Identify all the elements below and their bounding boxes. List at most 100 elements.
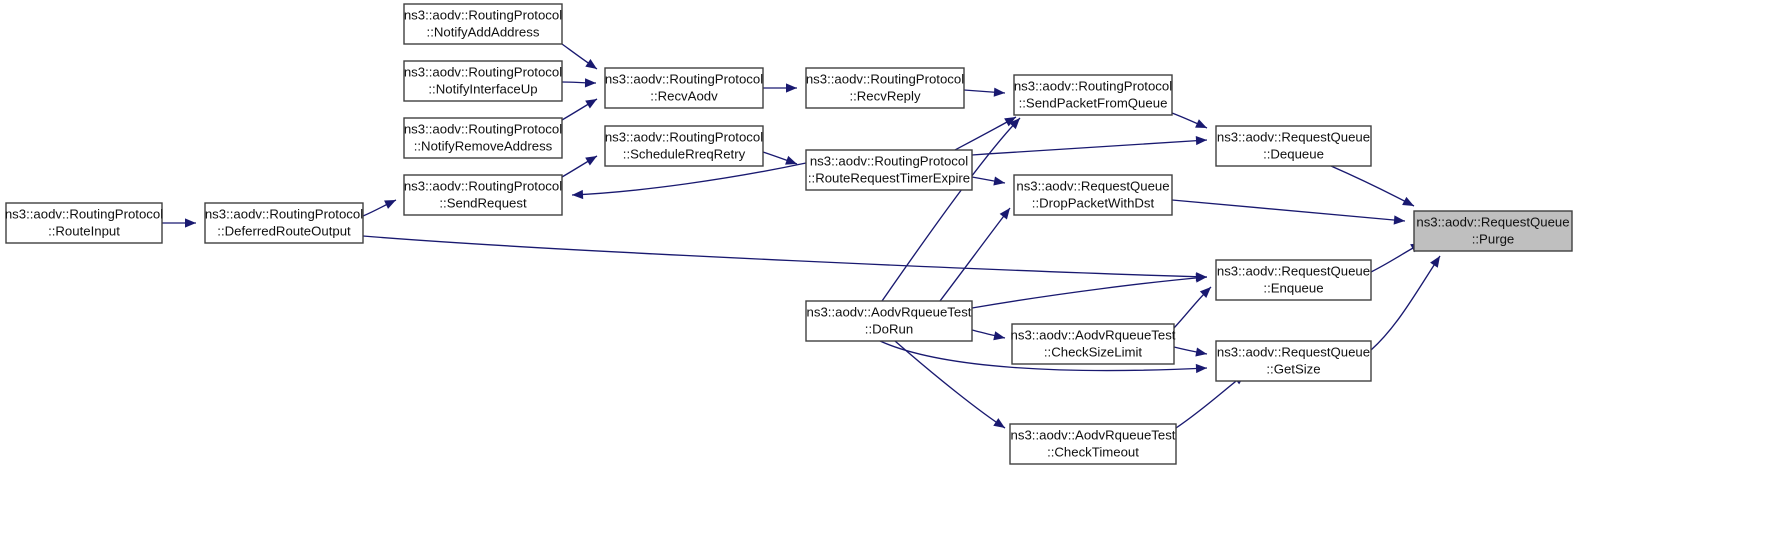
edge-drop-packet-with-dst-to-purge: [1171, 199, 1406, 225]
node-label-line2: ::RecvAodv: [650, 88, 718, 103]
edges-layer: [161, 43, 1441, 429]
node-label-line1: ns3::aodv::RoutingProtocol: [806, 71, 964, 86]
arrowhead-icon: [1195, 119, 1207, 128]
node-box[interactable]: [805, 300, 973, 342]
arrowhead-icon: [585, 156, 597, 166]
node-box[interactable]: [1215, 340, 1372, 382]
node-label-line1: ns3::aodv::RoutingProtocol: [810, 153, 968, 168]
edge-route-input-to-deferred-route-output: [161, 218, 196, 228]
arrowhead-icon: [1195, 363, 1207, 374]
node-label-line2: ::CheckTimeout: [1047, 444, 1139, 459]
edge-send-request-to-schedule-rreq-retry: [561, 155, 598, 178]
arrowhead-icon: [993, 176, 1005, 186]
node-label-line2: ::Enqueue: [1263, 280, 1323, 295]
edge-check-size-limit-to-enqueue: [1173, 286, 1212, 329]
node-recv-aodv[interactable]: ns3::aodv::RoutingProtocol::RecvAodv: [604, 67, 764, 109]
node-label-line2: ::NotifyRemoveAddress: [414, 138, 553, 153]
edge-dequeue-to-purge: [1330, 165, 1415, 207]
node-box[interactable]: [604, 125, 764, 167]
node-label-line2: ::RouteInput: [48, 223, 120, 238]
node-label-line2: ::DropPacketWithDst: [1032, 195, 1155, 210]
edge-deferred-route-output-to-enqueue: [362, 235, 1208, 282]
node-send-request[interactable]: ns3::aodv::RoutingProtocol::SendRequest: [403, 174, 563, 216]
node-deferred-route-output[interactable]: ns3::aodv::RoutingProtocol::DeferredRout…: [204, 202, 364, 244]
edge-route-request-timer-expire-to-drop-packet-with-dst: [971, 176, 1006, 186]
node-label-line2: ::DoRun: [865, 321, 913, 336]
node-recv-reply[interactable]: ns3::aodv::RoutingProtocol::RecvReply: [805, 67, 965, 109]
node-box[interactable]: [1413, 210, 1573, 252]
node-label-line2: ::Purge: [1472, 231, 1515, 246]
node-notify-add-address[interactable]: ns3::aodv::RoutingProtocol::NotifyAddAdd…: [403, 3, 563, 45]
node-get-size[interactable]: ns3::aodv::RequestQueue::GetSize: [1215, 340, 1372, 382]
node-box[interactable]: [403, 174, 563, 216]
node-label-line1: ns3::aodv::AodvRqueueTest: [1011, 327, 1176, 342]
node-box[interactable]: [1009, 423, 1177, 465]
node-label-line1: ns3::aodv::RequestQueue: [1217, 129, 1370, 144]
edge-check-size-limit-to-get-size: [1173, 346, 1208, 357]
arrowhead-icon: [584, 78, 596, 88]
edge-get-size-to-purge: [1370, 255, 1441, 351]
arrowhead-icon: [786, 83, 797, 93]
node-label-line1: ns3::aodv::RoutingProtocol: [404, 121, 562, 136]
edge-do-run-to-drop-packet-with-dst: [939, 207, 1011, 302]
node-label-line2: ::Dequeue: [1263, 146, 1324, 161]
node-box[interactable]: [1215, 125, 1372, 167]
arrowhead-icon: [993, 87, 1005, 97]
node-label-line1: ns3::aodv::RequestQueue: [1217, 344, 1370, 359]
node-check-timeout[interactable]: ns3::aodv::AodvRqueueTest::CheckTimeout: [1009, 423, 1177, 465]
node-box[interactable]: [1215, 259, 1372, 301]
node-dequeue[interactable]: ns3::aodv::RequestQueue::Dequeue: [1215, 125, 1372, 167]
node-box[interactable]: [1013, 74, 1173, 116]
node-route-input[interactable]: ns3::aodv::RoutingProtocol::RouteInput: [5, 202, 163, 244]
edge-do-run-to-check-timeout: [894, 340, 1006, 429]
node-label-line2: ::SendPacketFromQueue: [1019, 95, 1168, 110]
node-box[interactable]: [403, 3, 563, 45]
node-label-line1: ns3::aodv::AodvRqueueTest: [807, 304, 972, 319]
edge-notify-interface-up-to-recv-aodv: [561, 78, 597, 88]
arrowhead-icon: [384, 200, 396, 209]
arrowhead-icon: [185, 218, 196, 228]
node-box[interactable]: [403, 117, 563, 159]
node-label-line2: ::GetSize: [1266, 361, 1320, 376]
arrowhead-icon: [585, 99, 597, 109]
arrowhead-icon: [1009, 118, 1020, 130]
nodes-layer: ns3::aodv::RoutingProtocol::RouteInputns…: [5, 3, 1573, 465]
edge-recv-aodv-to-recv-reply: [762, 83, 797, 93]
node-label-line1: ns3::aodv::RoutingProtocol: [404, 7, 562, 22]
node-route-request-timer-expire[interactable]: ns3::aodv::RoutingProtocol::RouteRequest…: [805, 149, 973, 191]
edge-send-packet-from-queue-to-dequeue: [1171, 112, 1208, 129]
edge-do-run-to-send-packet-from-queue: [881, 117, 1021, 302]
node-box[interactable]: [5, 202, 163, 244]
node-do-run[interactable]: ns3::aodv::AodvRqueueTest::DoRun: [805, 300, 973, 342]
node-notify-remove-address[interactable]: ns3::aodv::RoutingProtocol::NotifyRemove…: [403, 117, 563, 159]
edge-schedule-rreq-retry-to-route-request-timer-expire: [762, 151, 798, 165]
node-box[interactable]: [805, 149, 973, 191]
node-label-line1: ns3::aodv::RoutingProtocol: [404, 64, 562, 79]
node-box[interactable]: [204, 202, 364, 244]
node-label-line1: ns3::aodv::RoutingProtocol: [1014, 78, 1172, 93]
node-notify-interface-up[interactable]: ns3::aodv::RoutingProtocol::NotifyInterf…: [403, 60, 563, 102]
node-label-line1: ns3::aodv::AodvRqueueTest: [1011, 427, 1176, 442]
node-label-line2: ::NotifyInterfaceUp: [428, 81, 537, 96]
node-drop-packet-with-dst[interactable]: ns3::aodv::RequestQueue::DropPacketWithD…: [1013, 174, 1173, 216]
node-box[interactable]: [805, 67, 965, 109]
node-send-packet-from-queue[interactable]: ns3::aodv::RoutingProtocol::SendPacketFr…: [1013, 74, 1173, 116]
arrowhead-icon: [999, 208, 1010, 220]
arrowhead-icon: [585, 59, 597, 69]
node-label-line1: ns3::aodv::RoutingProtocol: [205, 206, 363, 221]
node-box[interactable]: [403, 60, 563, 102]
node-box[interactable]: [1013, 174, 1173, 216]
node-box[interactable]: [604, 67, 764, 109]
node-schedule-rreq-retry[interactable]: ns3::aodv::RoutingProtocol::ScheduleRreq…: [604, 125, 764, 167]
arrowhead-icon: [572, 189, 584, 200]
arrowhead-icon: [1393, 215, 1405, 225]
node-check-size-limit[interactable]: ns3::aodv::AodvRqueueTest::CheckSizeLimi…: [1011, 323, 1176, 365]
node-purge[interactable]: ns3::aodv::RequestQueue::Purge: [1413, 210, 1573, 252]
arrowhead-icon: [1004, 117, 1016, 127]
node-box[interactable]: [1011, 323, 1175, 365]
node-label-line1: ns3::aodv::RoutingProtocol: [404, 178, 562, 193]
node-label-line2: ::ScheduleRreqRetry: [623, 146, 746, 161]
node-enqueue[interactable]: ns3::aodv::RequestQueue::Enqueue: [1215, 259, 1372, 301]
node-label-line1: ns3::aodv::RoutingProtocol: [605, 71, 763, 86]
